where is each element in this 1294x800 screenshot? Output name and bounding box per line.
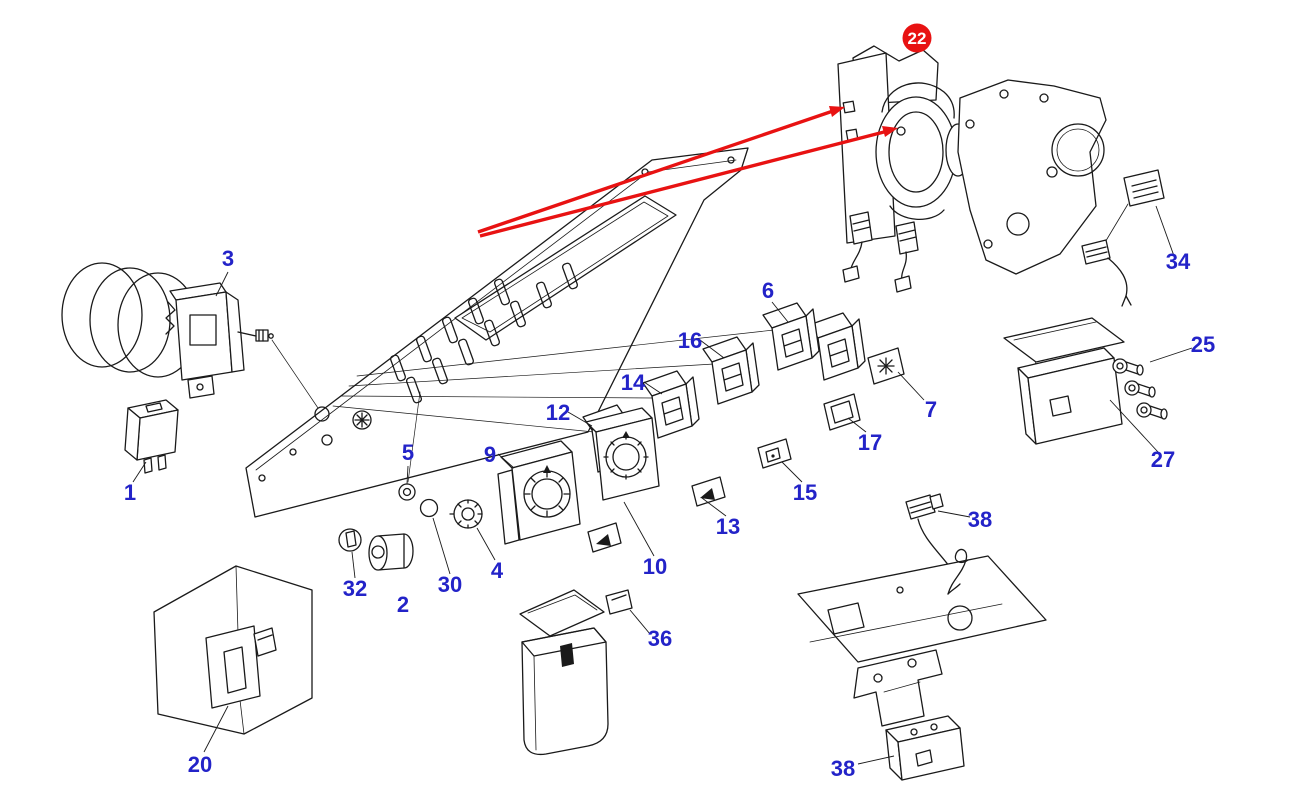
assembly-guide-lines — [271, 329, 775, 483]
disc-32 — [338, 528, 362, 552]
symbol-plate-under-9 — [587, 522, 622, 553]
connector-38-upper — [905, 493, 961, 585]
knob-5-ring — [398, 483, 416, 501]
highlight-badge-22: 22 — [902, 23, 932, 53]
container-36 — [519, 589, 609, 756]
callout-30: 30 — [438, 572, 462, 597]
floor-panel-38 — [797, 548, 1047, 663]
callout-9: 9 — [484, 442, 496, 467]
callout-25: 25 — [1191, 332, 1215, 357]
clip-36 — [605, 589, 633, 615]
callout-14: 14 — [621, 370, 646, 395]
callout-36: 36 — [648, 626, 672, 651]
callout-3: 3 — [222, 246, 234, 271]
part-1-switch — [124, 399, 179, 474]
knob-4 — [449, 499, 483, 529]
callout-4: 4 — [491, 558, 504, 583]
rocker-switch-16 — [702, 336, 760, 405]
symbol-plate-13 — [691, 476, 726, 507]
callout-16: 16 — [678, 328, 702, 353]
knob-2 — [368, 533, 414, 571]
valve-block-25-27 — [1003, 317, 1168, 445]
rotary-switch-9 — [497, 440, 581, 545]
callout-10: 10 — [643, 554, 667, 579]
callout-32: 32 — [343, 576, 367, 601]
callout-13: 13 — [716, 514, 740, 539]
callout-15: 15 — [793, 480, 817, 505]
callout-5: 5 — [402, 440, 414, 465]
callout-27: 27 — [1151, 447, 1175, 472]
frame-plate-17 — [823, 393, 861, 431]
bracket-38 — [853, 649, 943, 727]
heater-assembly — [837, 45, 1107, 293]
badge-label: 22 — [908, 29, 927, 48]
callout-38-upper: 38 — [968, 507, 992, 532]
callout-12: 12 — [546, 400, 570, 425]
callout-leader-lines — [132, 205, 1193, 765]
callout-1: 1 — [124, 480, 136, 505]
callout-20: 20 — [188, 752, 212, 777]
callouts: 3 1 5 32 2 30 4 9 10 12 13 14 15 16 17 6… — [124, 23, 1215, 781]
callout-6: 6 — [762, 278, 774, 303]
rocker-switch-6b — [808, 312, 866, 381]
part-3-gauge-and-rings — [61, 262, 274, 399]
instrument-panel — [245, 147, 749, 518]
rocker-switch-6 — [762, 302, 820, 371]
symbol-plate-15 — [757, 438, 792, 469]
box-38 — [885, 715, 965, 781]
rotary-switch-10 — [585, 407, 660, 501]
callout-7: 7 — [925, 397, 937, 422]
rocker-switch-14 — [642, 370, 700, 439]
callout-38-lower: 38 — [831, 756, 855, 781]
knob-30-ring — [419, 498, 439, 518]
callout-17: 17 — [858, 430, 882, 455]
symbol-plate-7 — [867, 347, 905, 385]
bracket-20 — [153, 565, 313, 735]
callout-34: 34 — [1166, 249, 1191, 274]
connector-34 — [1081, 169, 1165, 307]
callout-2: 2 — [397, 592, 409, 617]
red-arrows — [477, 106, 898, 238]
